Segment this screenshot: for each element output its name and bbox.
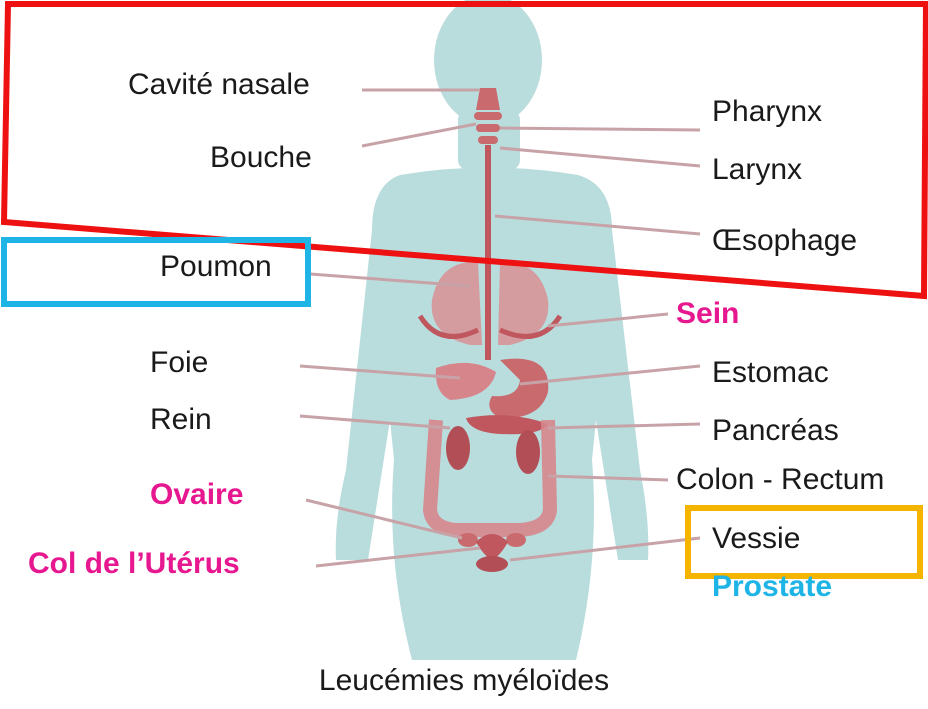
- label-colon-rectum: Colon - Rectum: [676, 463, 884, 497]
- label-prostate: Prostate: [712, 570, 832, 604]
- label-rein: Rein: [150, 403, 212, 437]
- label-sein: Sein: [676, 297, 739, 331]
- label-col-uterus: Col de l’Utérus: [28, 547, 240, 581]
- label-estomac: Estomac: [712, 356, 829, 390]
- label-ovaire: Ovaire: [150, 478, 243, 512]
- label-pancreas: Pancréas: [712, 414, 839, 448]
- label-bouche: Bouche: [210, 141, 312, 175]
- label-larynx: Larynx: [712, 153, 802, 187]
- label-cavite-nasale: Cavité nasale: [128, 68, 310, 102]
- label-vessie: Vessie: [712, 522, 800, 556]
- label-pharynx: Pharynx: [712, 95, 822, 129]
- label-oesophage: Œsophage: [712, 224, 857, 258]
- diagram-caption: Leucémies myéloïdes: [0, 664, 928, 698]
- label-foie: Foie: [150, 346, 208, 380]
- label-poumon: Poumon: [160, 250, 272, 284]
